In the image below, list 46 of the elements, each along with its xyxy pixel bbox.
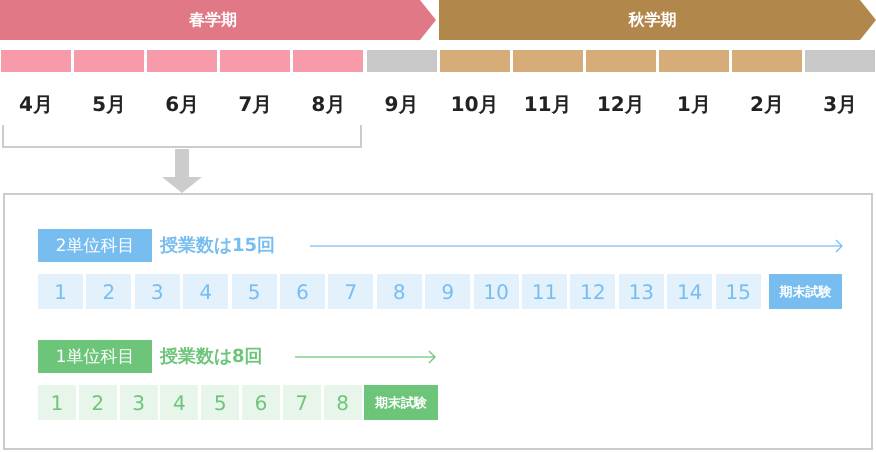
month-label: 11月 <box>522 90 573 118</box>
session-cell: 12 <box>570 274 616 309</box>
session-cell: 1 <box>38 385 76 420</box>
session-cell: 3 <box>120 385 158 420</box>
session-cell: 4 <box>183 274 228 309</box>
semester-band: 秋学期 <box>439 0 876 40</box>
session-cell: 3 <box>134 274 180 309</box>
month-label: 6月 <box>164 90 200 118</box>
session-cell: 6 <box>242 385 280 420</box>
session-cell: 15 <box>716 274 761 309</box>
session-cell: 11 <box>522 274 567 309</box>
session-cell: 6 <box>280 274 325 309</box>
month-label: 3月 <box>822 90 858 118</box>
credit-tag: 2単位科目 <box>38 229 152 262</box>
session-cell: 5 <box>232 274 277 309</box>
session-cell: 2 <box>86 274 132 309</box>
session-cell: 7 <box>282 385 321 420</box>
down-arrow <box>162 149 202 193</box>
panel-box <box>3 193 873 450</box>
exam-cell: 期末試験 <box>769 274 842 309</box>
session-cell: 8 <box>376 274 422 309</box>
exam-cell: 期末試験 <box>364 385 438 420</box>
month-label: 8月 <box>310 90 346 118</box>
lesson-count-text: 授業数は8回 <box>160 345 263 369</box>
month-label: 5月 <box>91 90 128 118</box>
semester-band: 春学期 <box>0 0 436 40</box>
month-label: 7月 <box>237 90 274 118</box>
credit-tag: 1単位科目 <box>38 340 152 373</box>
session-cell: 7 <box>328 274 374 309</box>
bracket <box>2 125 364 149</box>
session-cell: 1 <box>38 274 83 309</box>
session-cell: 9 <box>425 274 470 309</box>
session-cell: 4 <box>160 385 198 420</box>
month-label: 1月 <box>676 90 712 118</box>
lesson-count-text: 授業数は15回 <box>160 234 276 258</box>
month-label: 12月 <box>596 90 646 118</box>
month-label: 10月 <box>450 90 500 118</box>
session-cell: 14 <box>667 274 712 309</box>
month-label: 2月 <box>749 90 785 118</box>
session-cell: 13 <box>618 274 664 309</box>
session-cell: 8 <box>324 385 362 420</box>
month-label: 4月 <box>18 90 54 118</box>
month-label: 9月 <box>384 90 420 118</box>
session-cell: 2 <box>78 385 117 420</box>
session-cell: 10 <box>474 274 519 309</box>
session-cell: 5 <box>201 385 240 420</box>
